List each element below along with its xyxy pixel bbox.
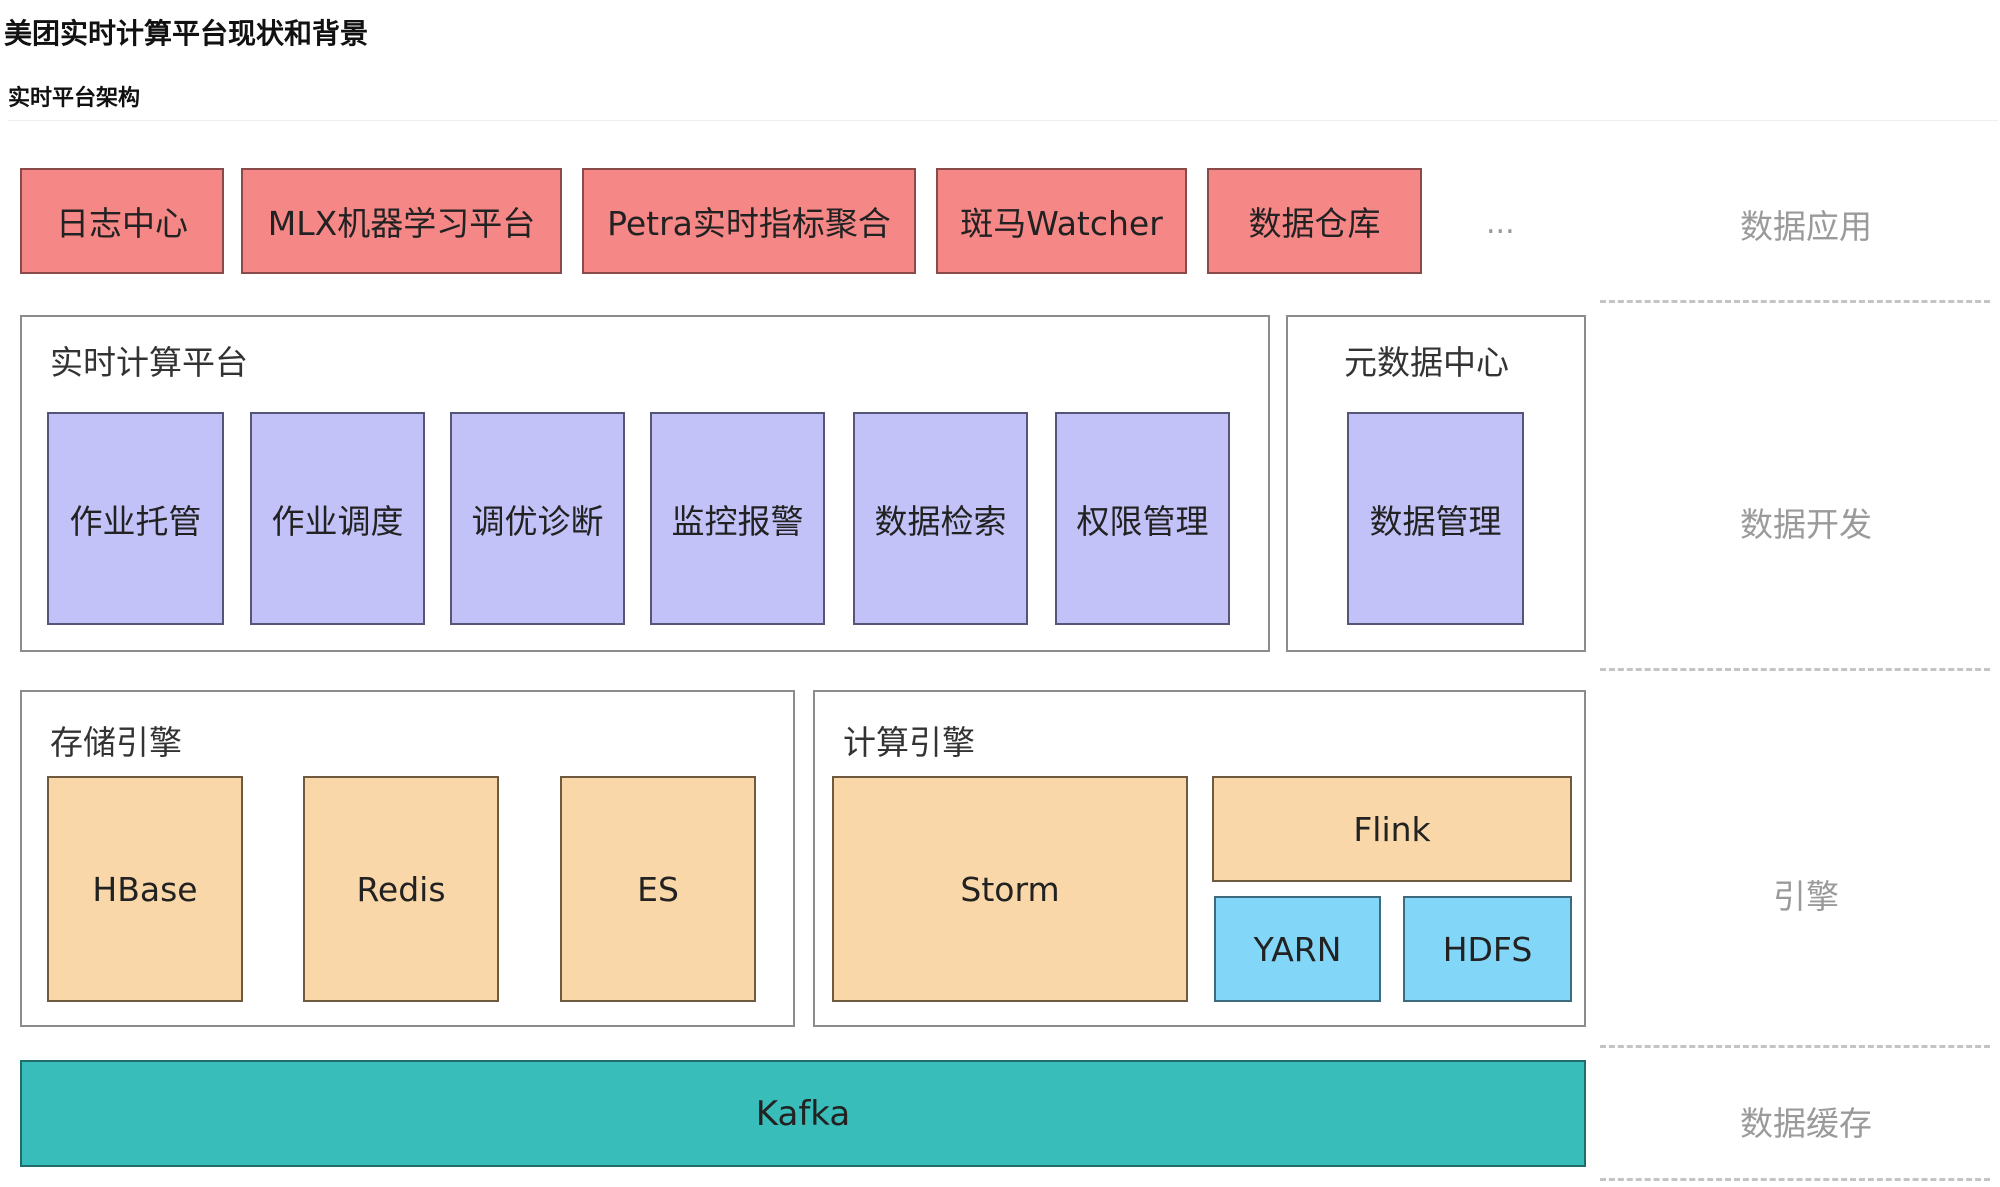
layer-label-application: 数据应用 bbox=[1740, 207, 1872, 246]
layer-divider bbox=[1600, 668, 1990, 671]
app-data-warehouse: 数据仓库 bbox=[1207, 168, 1422, 274]
layer-divider bbox=[1600, 1178, 1990, 1181]
layer-label-development: 数据开发 bbox=[1740, 505, 1872, 544]
layer-divider bbox=[1600, 300, 1990, 303]
compute-platform-title: 实时计算平台 bbox=[50, 343, 248, 382]
app-mlx-platform: MLX机器学习平台 bbox=[241, 168, 562, 274]
engine-storm: Storm bbox=[832, 776, 1188, 1002]
module-tuning-diagnosis: 调优诊断 bbox=[450, 412, 625, 625]
engine-redis: Redis bbox=[303, 776, 499, 1002]
page-title: 美团实时计算平台现状和背景 bbox=[4, 17, 369, 50]
compute-engine-title: 计算引擎 bbox=[843, 723, 975, 762]
cache-kafka: Kafka bbox=[20, 1060, 1586, 1167]
module-data-retrieval: 数据检索 bbox=[853, 412, 1028, 625]
engine-hdfs: HDFS bbox=[1403, 896, 1572, 1002]
apps-more-ellipsis: ... bbox=[1486, 206, 1515, 241]
header-divider bbox=[8, 120, 1998, 121]
module-job-scheduling: 作业调度 bbox=[250, 412, 425, 625]
engine-hbase: HBase bbox=[47, 776, 243, 1002]
layer-label-cache: 数据缓存 bbox=[1740, 1104, 1872, 1143]
storage-engine-title: 存储引擎 bbox=[50, 723, 182, 762]
engine-es: ES bbox=[560, 776, 756, 1002]
app-zebra-watcher: 斑马Watcher bbox=[936, 168, 1187, 274]
module-data-management: 数据管理 bbox=[1347, 412, 1524, 625]
module-permission-management: 权限管理 bbox=[1055, 412, 1230, 625]
layer-label-engine: 引擎 bbox=[1773, 877, 1839, 916]
section-subtitle: 实时平台架构 bbox=[8, 86, 141, 111]
layer-divider bbox=[1600, 1045, 1990, 1048]
app-log-center: 日志中心 bbox=[20, 168, 224, 274]
app-petra: Petra实时指标聚合 bbox=[582, 168, 916, 274]
metadata-center-title: 元数据中心 bbox=[1344, 343, 1509, 382]
engine-flink: Flink bbox=[1212, 776, 1572, 882]
module-job-hosting: 作业托管 bbox=[47, 412, 224, 625]
module-monitoring-alert: 监控报警 bbox=[650, 412, 825, 625]
engine-yarn: YARN bbox=[1214, 896, 1381, 1002]
